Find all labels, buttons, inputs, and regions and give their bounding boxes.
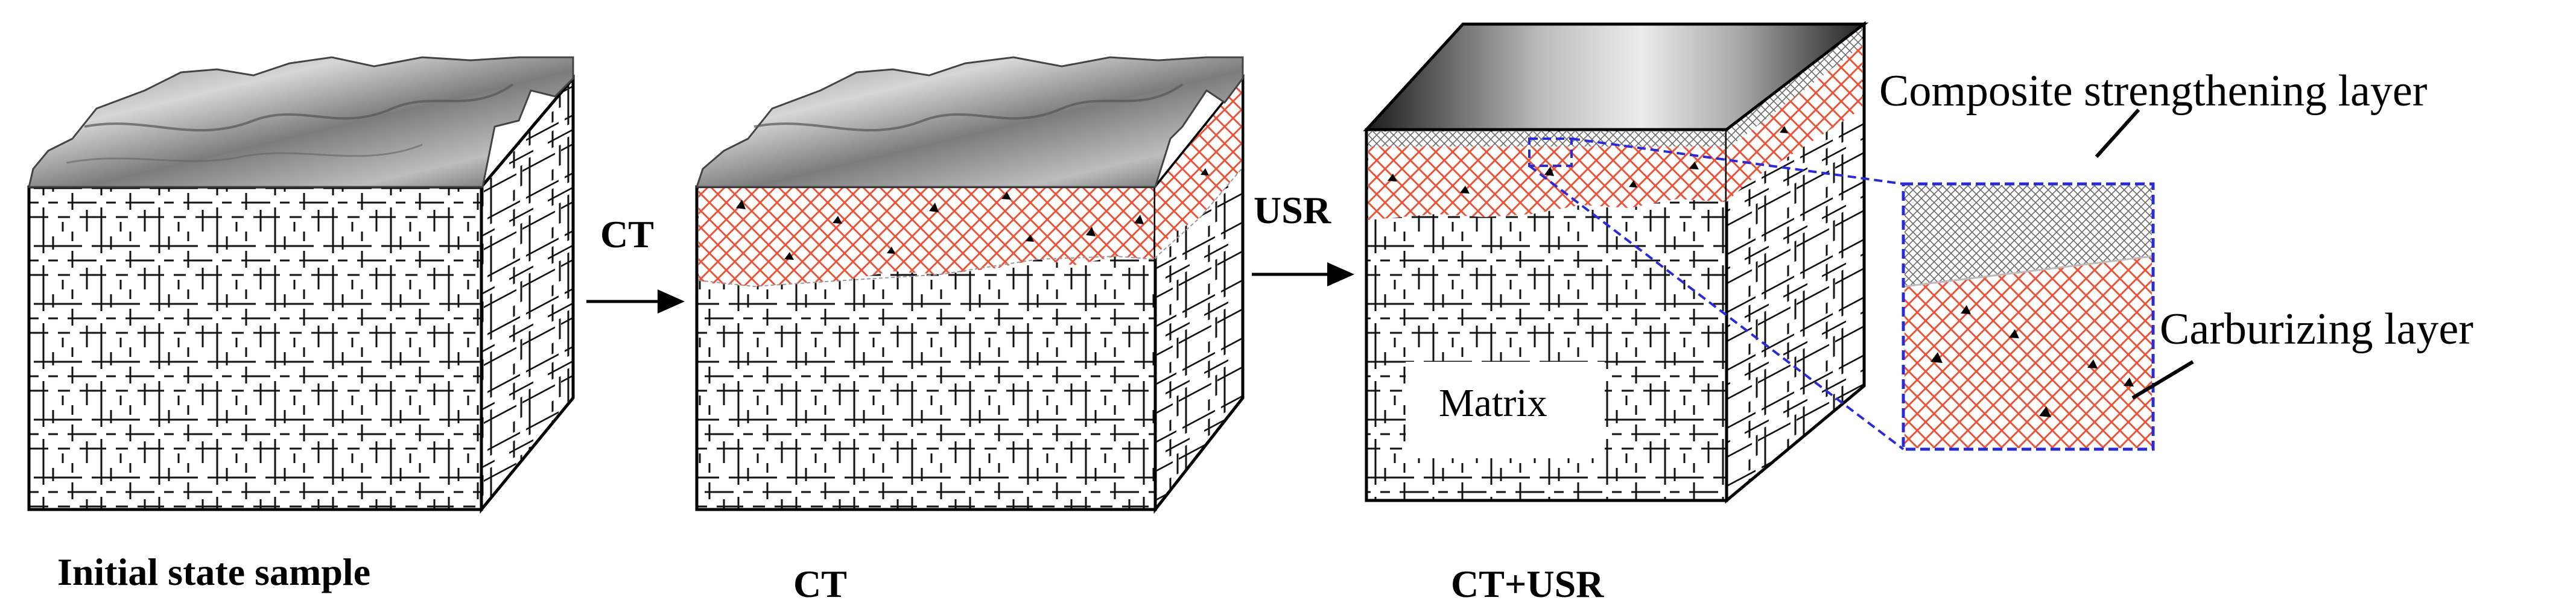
ct-caption: CT [793, 563, 847, 605]
arrow-ct-label: CT [600, 213, 654, 256]
matrix-label: Matrix [1439, 381, 1547, 425]
ct-usr-side-composite [1727, 27, 1862, 150]
ct-sample-block: CT [695, 56, 1245, 605]
initial-caption: Initial state sample [57, 550, 370, 593]
ct-usr-caption: CT+USR [1451, 563, 1604, 605]
composite-leader-line [2095, 108, 2140, 159]
initial-rough-surface [28, 56, 574, 188]
carburizing-layer-label: Carburizing layer [2160, 304, 2473, 354]
matrix-label-bg [1406, 362, 1605, 458]
arrow-ct: CT [586, 213, 685, 314]
ct-usr-carburizing-band [1368, 147, 1725, 220]
ct-side-carburizing-band [1155, 81, 1242, 259]
ct-carburizing-band [699, 188, 1153, 286]
zoom-carburizing-region [1905, 256, 2152, 448]
initial-front-face [27, 185, 483, 511]
ct-usr-side-carburizing [1727, 45, 1862, 202]
ct-usr-sample-block: Matrix CT+USR [1363, 21, 1869, 605]
ct-rough-surface [695, 56, 1244, 188]
carburizing-leader-line [2131, 360, 2194, 400]
zoom-frame [1902, 182, 2155, 451]
zoom-source-box [1528, 137, 1573, 167]
arrow-usr: USR [1252, 189, 1354, 286]
arrow-usr-label: USR [1254, 189, 1331, 232]
initial-side-face [480, 74, 575, 514]
zoom-inset [1528, 137, 2155, 451]
initial-sample-block: Initial state sample [27, 56, 575, 593]
annotations: Composite strengthening layer Carburizin… [1879, 66, 2473, 400]
composite-layer-label: Composite strengthening layer [1879, 66, 2427, 116]
